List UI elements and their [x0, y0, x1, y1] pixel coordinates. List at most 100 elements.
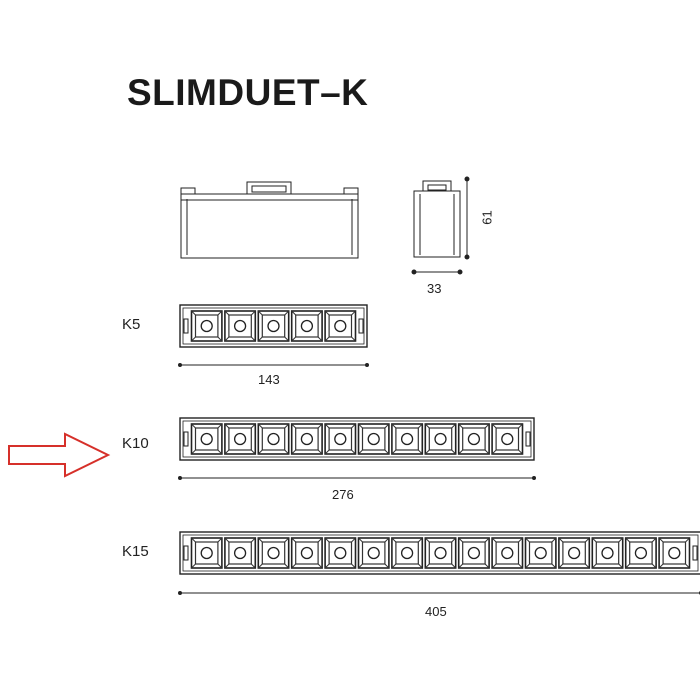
- led-cell-bevel: [391, 537, 397, 543]
- led-lens: [300, 319, 314, 333]
- led-cell-bevel: [417, 423, 423, 429]
- led-cell-bevel: [191, 537, 196, 543]
- led-cell-bevel: [217, 310, 223, 316]
- led-lens: [668, 546, 681, 560]
- luminaire-inner-k15: [182, 534, 699, 572]
- led-cell-bevel: [458, 449, 464, 455]
- led-lens: [534, 546, 547, 560]
- led-cell-bevel: [224, 310, 230, 316]
- led-cell-reflector: [662, 541, 687, 565]
- led-cell-bevel: [424, 449, 430, 455]
- led-cell: [257, 537, 290, 569]
- led-cell-bevel: [291, 449, 297, 455]
- variants-layer: [178, 304, 700, 595]
- led-cell: [224, 310, 257, 342]
- led-cell-bevel: [317, 449, 323, 455]
- led-cell-bevel: [224, 563, 230, 569]
- led-cell: [257, 423, 290, 455]
- led-cell-reflector: [528, 541, 553, 565]
- end-cap-k5: [183, 318, 189, 334]
- led-cell-reflector: [194, 427, 219, 451]
- led-cell-bevel: [217, 563, 223, 569]
- led-cell-reflector: [395, 427, 419, 451]
- led-cell-bevel: [417, 537, 423, 543]
- led-cell-bevel: [284, 449, 290, 455]
- led-cell-frame: [591, 537, 624, 569]
- led-cell-bevel: [351, 336, 356, 342]
- dimension-end: [365, 363, 369, 367]
- led-cell-bevel: [451, 449, 457, 455]
- led-cell-bevel: [257, 423, 263, 429]
- led-lens: [367, 546, 380, 560]
- led-cell-reflector: [328, 541, 353, 565]
- led-lens: [400, 432, 414, 446]
- led-cell-bevel: [584, 537, 590, 543]
- led-cell-bevel: [391, 563, 397, 569]
- led-cell-bevel: [191, 449, 196, 455]
- length-dimension-k10: [178, 476, 536, 480]
- led-cell-bevel: [458, 537, 464, 543]
- led-cell: [457, 537, 490, 569]
- led-cell-bevel: [291, 537, 297, 543]
- side-height-value: 61: [479, 210, 495, 225]
- variant-label-k10: K10: [122, 435, 149, 452]
- end-cap-k10: [525, 431, 531, 447]
- led-cell: [290, 310, 323, 342]
- led-cell-bevel: [625, 563, 631, 569]
- led-cell-bevel: [257, 449, 263, 455]
- side-view: [413, 180, 461, 258]
- led-cell-reflector: [295, 314, 319, 338]
- led-cell-reflector: [428, 427, 453, 451]
- led-cell-bevel: [424, 563, 430, 569]
- led-cell-bevel: [351, 423, 356, 429]
- led-cell: [357, 423, 390, 455]
- dimension-end: [178, 476, 182, 480]
- led-cell-reflector: [328, 314, 353, 338]
- led-cell-bevel: [518, 449, 523, 455]
- led-cell-reflector: [495, 541, 520, 565]
- led-cell-bevel: [525, 537, 530, 543]
- led-cell-reflector: [328, 427, 353, 451]
- led-lens: [267, 319, 280, 333]
- led-lens: [601, 546, 614, 560]
- led-cell-bevel: [551, 563, 557, 569]
- led-cell-bevel: [618, 563, 624, 569]
- luminaire-k15: [178, 531, 700, 595]
- led-cell-bevel: [484, 563, 490, 569]
- led-cell: [624, 537, 657, 569]
- led-lens: [567, 546, 581, 560]
- led-cell: [457, 423, 490, 455]
- led-cell-bevel: [317, 423, 323, 429]
- led-cell-bevel: [351, 563, 356, 569]
- led-cell-bevel: [358, 449, 363, 455]
- end-cap-k15: [692, 545, 698, 561]
- led-lens: [267, 546, 280, 560]
- led-cell-reflector: [361, 427, 386, 451]
- led-cell-bevel: [685, 537, 690, 543]
- luminaire-inner-k5: [182, 307, 365, 345]
- led-cell-bevel: [317, 310, 323, 316]
- led-cell: [190, 423, 223, 455]
- led-cell: [324, 537, 357, 569]
- dimension-end: [178, 591, 182, 595]
- led-cell-reflector: [562, 541, 586, 565]
- dimension-end: [178, 363, 182, 367]
- led-cell-bevel: [424, 423, 430, 429]
- led-cell-frame: [224, 310, 257, 342]
- led-cell-bevel: [417, 449, 423, 455]
- led-cell-bevel: [384, 537, 390, 543]
- led-cell-bevel: [317, 336, 323, 342]
- led-lens: [434, 432, 447, 446]
- led-lens: [367, 432, 380, 446]
- led-cell-bevel: [491, 563, 497, 569]
- variant-label-k15: K15: [122, 543, 149, 560]
- led-cell-reflector: [462, 427, 486, 451]
- led-lens: [233, 319, 247, 333]
- led-cell-bevel: [191, 423, 196, 429]
- led-cell-frame: [324, 310, 357, 342]
- led-cell-reflector: [361, 541, 386, 565]
- led-cell: [424, 423, 457, 455]
- led-cell-bevel: [291, 310, 297, 316]
- led-lens: [334, 432, 347, 446]
